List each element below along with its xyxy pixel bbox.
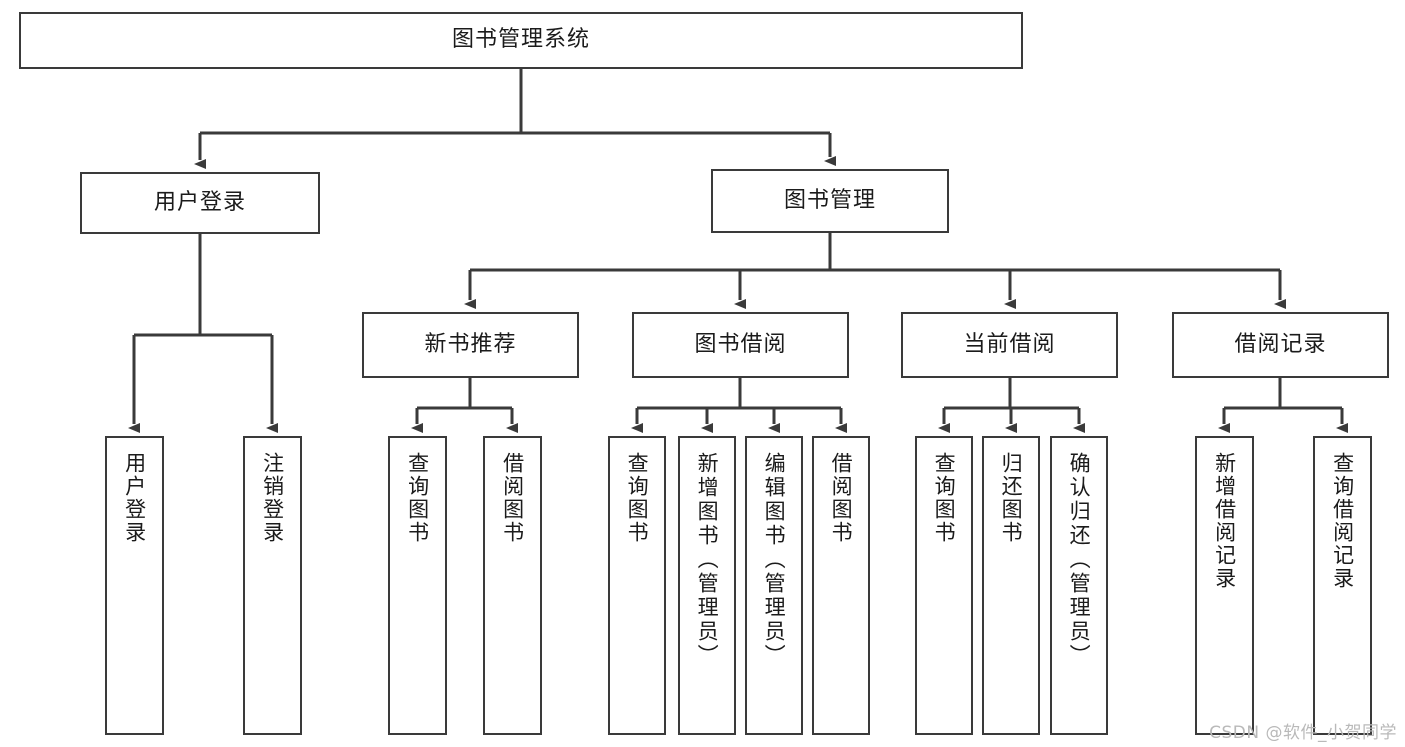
node-user-logout-label: 注销登录 (260, 452, 285, 544)
node-br-add-record[interactable]: 新增借阅记录 (1195, 436, 1254, 735)
node-user-logout[interactable]: 注销登录 (243, 436, 302, 735)
node-cb-query-book[interactable]: 查询图书 (915, 436, 973, 735)
node-nbr-borrow-book-label: 借阅图书 (500, 452, 525, 544)
node-current-borrow[interactable]: 当前借阅 (901, 312, 1118, 378)
node-new-book-rec[interactable]: 新书推荐 (362, 312, 579, 378)
node-book-manage[interactable]: 图书管理 (711, 169, 949, 233)
node-book-manage-label: 图书管理 (783, 187, 876, 213)
node-book-borrow[interactable]: 图书借阅 (632, 312, 849, 378)
node-br-query-record[interactable]: 查询借阅记录 (1313, 436, 1372, 735)
node-cb-confirm-return[interactable]: 确认归还（管理员） (1050, 436, 1108, 735)
node-bb-query-book-label: 查询图书 (625, 452, 650, 544)
node-root-label: 图书管理系统 (451, 27, 590, 53)
node-borrow-record-label: 借阅记录 (1234, 331, 1327, 357)
node-nbr-query-book-label: 查询图书 (405, 452, 430, 544)
node-user-login-do-label: 用户登录 (122, 452, 147, 544)
node-user-login[interactable]: 用户登录 (80, 172, 320, 234)
node-cb-query-book-label: 查询图书 (932, 452, 957, 544)
node-borrow-record[interactable]: 借阅记录 (1172, 312, 1389, 378)
node-user-login-do[interactable]: 用户登录 (105, 436, 164, 735)
node-br-query-record-label: 查询借阅记录 (1330, 452, 1355, 590)
node-cb-return-book-label: 归还图书 (999, 452, 1024, 544)
node-bb-add-book-label: 新增图书（管理员） (695, 452, 720, 668)
node-nbr-borrow-book[interactable]: 借阅图书 (483, 436, 542, 735)
node-cb-confirm-return-label: 确认归还（管理员） (1067, 452, 1092, 668)
node-bb-edit-book[interactable]: 编辑图书（管理员） (745, 436, 803, 735)
node-root[interactable]: 图书管理系统 (19, 12, 1023, 69)
node-cb-return-book[interactable]: 归还图书 (982, 436, 1040, 735)
node-nbr-query-book[interactable]: 查询图书 (388, 436, 447, 735)
node-bb-borrow-book[interactable]: 借阅图书 (812, 436, 870, 735)
node-current-borrow-label: 当前借阅 (963, 331, 1056, 357)
node-bb-edit-book-label: 编辑图书（管理员） (762, 452, 787, 668)
node-bb-add-book[interactable]: 新增图书（管理员） (678, 436, 736, 735)
node-new-book-rec-label: 新书推荐 (424, 331, 517, 357)
node-book-borrow-label: 图书借阅 (694, 331, 787, 357)
node-bb-query-book[interactable]: 查询图书 (608, 436, 666, 735)
node-bb-borrow-book-label: 借阅图书 (829, 452, 854, 544)
node-user-login-label: 用户登录 (153, 189, 246, 215)
node-br-add-record-label: 新增借阅记录 (1212, 452, 1237, 590)
